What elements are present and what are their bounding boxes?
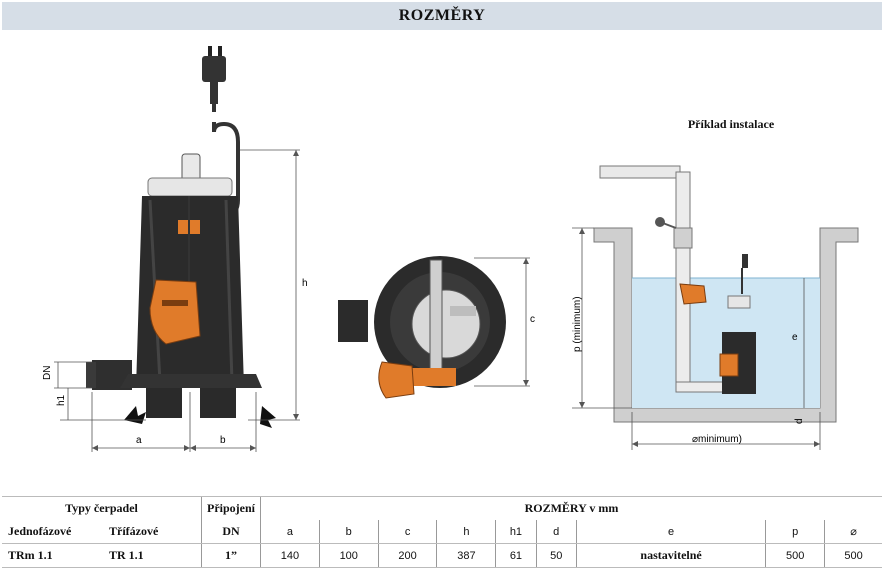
label-width: ⌀minimum) (692, 434, 742, 445)
installation-caption: Příklad instalace (687, 117, 775, 131)
table-header-group-row: Typy čerpadel Připojení ROZMĚRY v mm (2, 496, 882, 520)
header-dim-p: p (765, 520, 825, 544)
label-dn: DN (42, 366, 53, 380)
pump-side-view: h DN h1 a b (42, 46, 308, 452)
cell-three-phase: TR 1.1 (103, 543, 202, 568)
dimension-drawings: h DN h1 a b c (42, 46, 859, 452)
header-pump-types: Typy čerpadel (2, 496, 202, 520)
cell-dim-d: 50 (535, 543, 577, 568)
cell-dim-e: nastavitelné (575, 543, 766, 568)
header-three-phase: Třífázové (103, 520, 202, 544)
cell-dim-h1: 61 (495, 543, 537, 568)
header-dim-d: d (535, 520, 577, 544)
header-single-phase: Jednofázové (2, 520, 103, 544)
label-e: e (792, 332, 798, 343)
header-dim-b: b (318, 520, 379, 544)
header-connection: Připojení (201, 496, 261, 520)
table-header-row: Jednofázové Třífázové DN a b c h h1 d e … (2, 520, 882, 544)
header-dimensions: ROZMĚRY v mm (260, 496, 882, 520)
page-title: ROZMĚRY (398, 7, 486, 24)
header-dim-a: a (260, 520, 320, 544)
label-h: h (302, 278, 308, 289)
table-row: TRm 1.1 TR 1.1 1” 140 100 200 387 61 50 … (2, 543, 882, 568)
label-h1: h1 (56, 394, 67, 406)
header-dim-diameter: ⌀ (824, 520, 882, 544)
cell-single-phase: TRm 1.1 (2, 543, 103, 568)
dimensions-table: Typy čerpadel Připojení ROZMĚRY v mm Jed… (2, 496, 882, 568)
header-dim-c: c (377, 520, 437, 544)
cell-dim-p: 500 (765, 543, 825, 568)
pump-top-view: c (338, 256, 535, 399)
label-d: d (794, 418, 805, 424)
cell-dim-h: 387 (436, 543, 496, 568)
header-dim-h: h (436, 520, 496, 544)
label-b: b (220, 435, 226, 446)
label-c: c (530, 314, 535, 325)
label-p: p (minimum) (572, 296, 583, 352)
cell-dim-c: 200 (377, 543, 437, 568)
cell-dn: 1” (201, 543, 261, 568)
power-plug-icon (202, 46, 226, 104)
title-bar: ROZMĚRY (2, 2, 882, 30)
cell-dim-a: 140 (260, 543, 320, 568)
header-dim-h1: h1 (495, 520, 537, 544)
installation-example: p (minimum) e d ⌀minimum) (572, 165, 859, 450)
header-dim-e: e (575, 520, 766, 544)
cell-dim-diameter: 500 (824, 543, 882, 568)
label-a: a (136, 435, 142, 446)
header-dn: DN (201, 520, 261, 544)
cell-dim-b: 100 (318, 543, 379, 568)
